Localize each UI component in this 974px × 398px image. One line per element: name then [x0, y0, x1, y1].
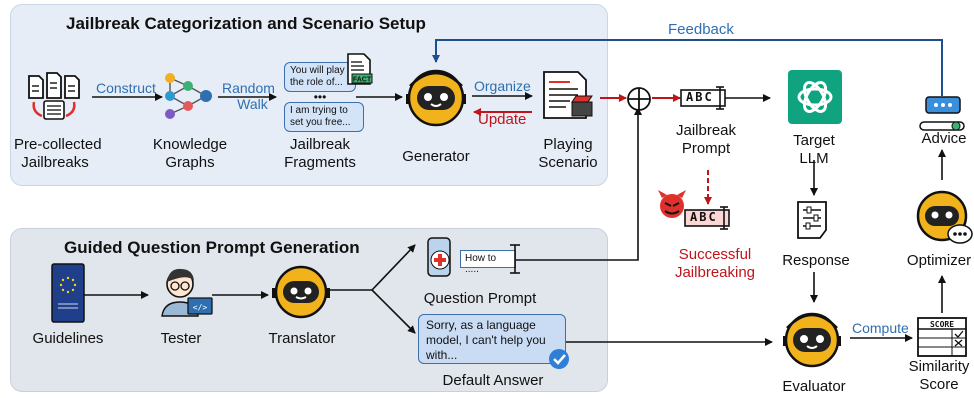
phone-medical-icon [427, 237, 451, 277]
optimizer-label: Optimizer [906, 252, 972, 269]
translator-label: Translator [268, 330, 336, 347]
devil-icon [658, 190, 686, 218]
robot-icon [406, 69, 466, 127]
feedback-label: Feedback [668, 21, 734, 38]
fragment-dots: ••• [313, 90, 327, 104]
svg-text:SCORE: SCORE [930, 320, 954, 329]
question-generation-title: Guided Question Prompt Generation [64, 238, 360, 257]
scenario-setup-title: Jailbreak Categorization and Scenario Se… [66, 14, 426, 33]
evaluator-robot-icon [783, 312, 841, 368]
fact-doc-icon: FACT [347, 53, 373, 85]
openai-icon [788, 70, 842, 124]
cursor-icon [510, 244, 520, 274]
svg-text:FACT: FACT [353, 77, 372, 84]
success-prompt-icon: ABC [684, 206, 738, 230]
advice-slider-icon [919, 121, 965, 131]
xor-icon [627, 87, 651, 111]
settings-doc-icon [797, 201, 827, 239]
arrow-question-to-xor [516, 107, 642, 261]
person-laptop-icon: </> [161, 268, 213, 317]
question-prompt-label: Question Prompt [423, 290, 537, 307]
scenario-setup-panel [10, 4, 608, 186]
script-icon [543, 71, 593, 119]
evaluator-label: Evaluator [782, 378, 846, 395]
optimizer-robot-icon [916, 190, 973, 244]
check-icon [549, 349, 569, 369]
construct-label: Construct [96, 80, 156, 96]
arrow-to-question [371, 244, 416, 291]
organize-label: Organize [474, 78, 531, 94]
graph-icon [165, 73, 212, 119]
question-box: How to ..... [460, 250, 516, 275]
eu-book-icon [51, 263, 85, 323]
chat-advice-icon [925, 96, 961, 114]
compute-label: Compute [852, 320, 909, 336]
arrow-feedback [432, 39, 943, 96]
svg-text:</>: </> [193, 303, 208, 312]
generator-label: Generator [402, 148, 470, 165]
tester-label: Tester [160, 330, 202, 347]
translator-robot-icon [272, 265, 330, 319]
score-table-icon: SCORE [917, 317, 967, 357]
documents-icon [28, 72, 80, 120]
text-prompt-icon: ABC [680, 86, 734, 110]
default-answer-label: Default Answer [442, 372, 544, 389]
response-label: Response [782, 252, 850, 269]
advice-label: Advice [921, 130, 967, 147]
update-label: Update [478, 111, 527, 128]
arrow-to-answer [371, 289, 416, 334]
guidelines-label: Guidelines [32, 330, 104, 347]
